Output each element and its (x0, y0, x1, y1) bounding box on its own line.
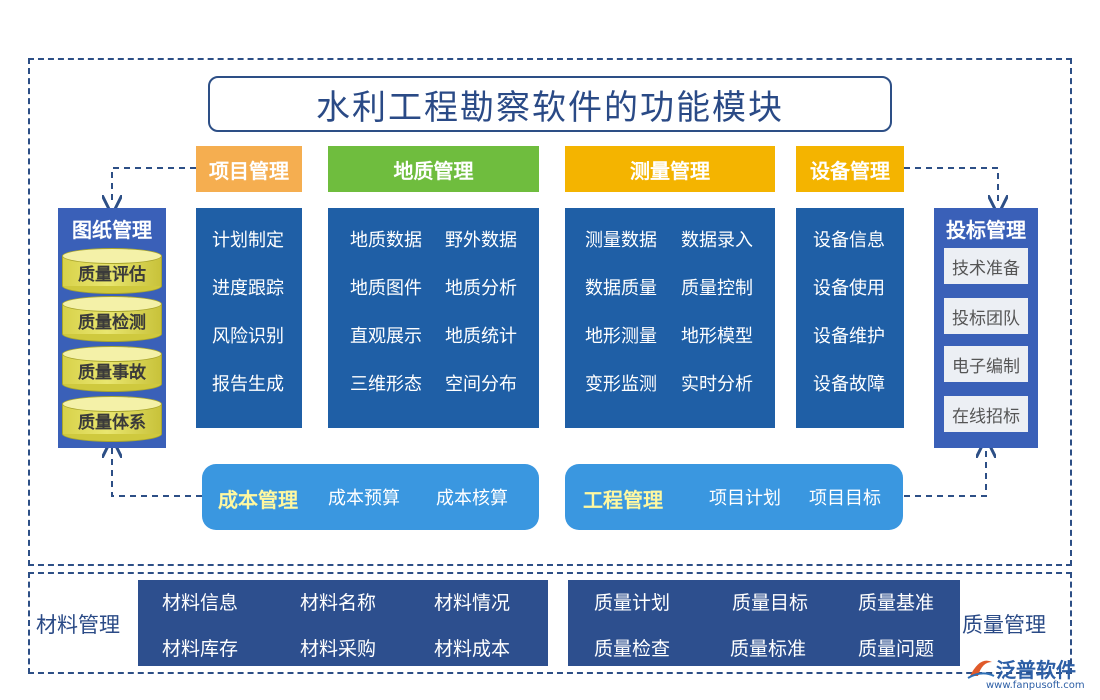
engineering-panel: 工程管理 项目计划 项目目标 (565, 464, 903, 530)
quality-panel: 质量计划 质量目标 质量基准 质量检查 质量标准 质量问题 (568, 580, 960, 666)
logo-url: www.fanpusoft.com (986, 680, 1085, 691)
equipment-item: 设备信息 (813, 230, 885, 251)
survey-panel: 测量数据 数据录入 数据质量 质量控制 地形测量 地形模型 变形监测 实时分析 (565, 208, 775, 428)
geology-item: 野外数据 (445, 230, 517, 251)
geology-item: 空间分布 (445, 374, 517, 395)
equipment-item: 设备故障 (813, 374, 885, 395)
bidding-item: 投标团队 (944, 298, 1028, 334)
engineering-item: 项目计划 (709, 488, 781, 509)
survey-item: 质量控制 (681, 278, 753, 299)
geology-item: 地质统计 (445, 326, 517, 347)
survey-header: 测量管理 (565, 146, 775, 192)
equipment-header: 设备管理 (796, 146, 904, 192)
quality-item: 质量计划 (594, 592, 671, 614)
quality-label: 质量管理 (962, 613, 1046, 637)
materials-item: 材料情况 (434, 592, 511, 614)
drawings-panel: 图纸管理 质量评估 质量检测 质量事故 质量体系 (58, 208, 166, 448)
survey-item: 实时分析 (681, 374, 753, 395)
drawings-title: 图纸管理 (72, 218, 152, 242)
survey-item: 地形模型 (681, 326, 753, 347)
project-item: 进度跟踪 (212, 278, 284, 299)
bidding-item: 在线招标 (944, 396, 1028, 432)
database-cylinder: 质量评估 (62, 248, 162, 294)
project-item: 风险识别 (212, 326, 284, 347)
engineering-title: 工程管理 (583, 488, 663, 512)
project-panel: 计划制定 进度跟踪 风险识别 报告生成 (196, 208, 302, 428)
survey-item: 数据录入 (681, 230, 753, 251)
bottom-frame (28, 572, 1072, 674)
cost-item: 成本预算 (328, 488, 400, 509)
quality-item: 质量检查 (594, 638, 671, 660)
materials-item: 材料成本 (434, 638, 511, 660)
drawings-item: 质量事故 (78, 363, 146, 383)
survey-item: 测量数据 (585, 230, 657, 251)
geology-panel: 地质数据 野外数据 地质图件 地质分析 直观展示 地质统计 三维形态 空间分布 (328, 208, 539, 428)
quality-item: 质量基准 (858, 592, 935, 614)
drawings-item: 质量检测 (78, 313, 146, 333)
quality-item: 质量标准 (730, 638, 807, 660)
drawings-item: 质量体系 (78, 413, 146, 433)
drawings-item: 质量评估 (78, 265, 146, 285)
bidding-item: 电子编制 (944, 346, 1028, 382)
project-item: 计划制定 (212, 230, 284, 251)
materials-item: 材料名称 (300, 592, 377, 614)
equipment-item: 设备使用 (813, 278, 885, 299)
bidding-panel: 投标管理 技术准备 投标团队 电子编制 在线招标 (934, 208, 1038, 448)
geology-item: 直观展示 (350, 326, 422, 347)
project-item: 报告生成 (212, 374, 284, 395)
engineering-item: 项目目标 (809, 488, 881, 509)
geology-item: 地质数据 (350, 230, 422, 251)
cost-panel: 成本管理 成本预算 成本核算 (202, 464, 539, 530)
materials-panel: 材料信息 材料名称 材料情况 材料库存 材料采购 材料成本 (138, 580, 548, 666)
database-cylinder: 质量检测 (62, 296, 162, 342)
geology-item: 三维形态 (350, 374, 422, 395)
quality-item: 质量目标 (732, 592, 809, 614)
quality-item: 质量问题 (858, 638, 935, 660)
materials-label: 材料管理 (36, 613, 120, 637)
connector-cost-to-drawings (112, 448, 202, 497)
logo-icon (967, 660, 995, 679)
connector-project-to-drawings (112, 167, 196, 205)
project-header: 项目管理 (196, 146, 302, 192)
geology-item: 地质图件 (350, 278, 422, 299)
page-title: 水利工程勘察软件的功能模块 (208, 76, 892, 132)
equipment-panel: 设备信息 设备使用 设备维护 设备故障 (796, 208, 904, 428)
materials-item: 材料信息 (162, 592, 239, 614)
cost-item: 成本核算 (436, 488, 508, 509)
geology-item: 地质分析 (445, 278, 517, 299)
survey-item: 数据质量 (585, 278, 657, 299)
connector-engineering-to-bidding (904, 448, 986, 497)
geology-header: 地质管理 (328, 146, 539, 192)
materials-item: 材料库存 (162, 638, 239, 660)
equipment-item: 设备维护 (813, 326, 885, 347)
connector-equipment-to-bidding (904, 167, 998, 205)
bidding-title: 投标管理 (946, 218, 1026, 242)
bidding-item: 技术准备 (944, 248, 1028, 284)
survey-item: 地形测量 (585, 326, 657, 347)
survey-item: 变形监测 (585, 374, 657, 395)
cost-title: 成本管理 (218, 488, 298, 512)
database-cylinder: 质量事故 (62, 346, 162, 392)
materials-item: 材料采购 (300, 638, 377, 660)
database-cylinder: 质量体系 (62, 396, 162, 442)
main-frame (28, 58, 1072, 566)
brand-logo: 泛普软件 www.fanpusoft.com (966, 654, 1094, 694)
logo-text: 泛普软件 (996, 658, 1076, 682)
